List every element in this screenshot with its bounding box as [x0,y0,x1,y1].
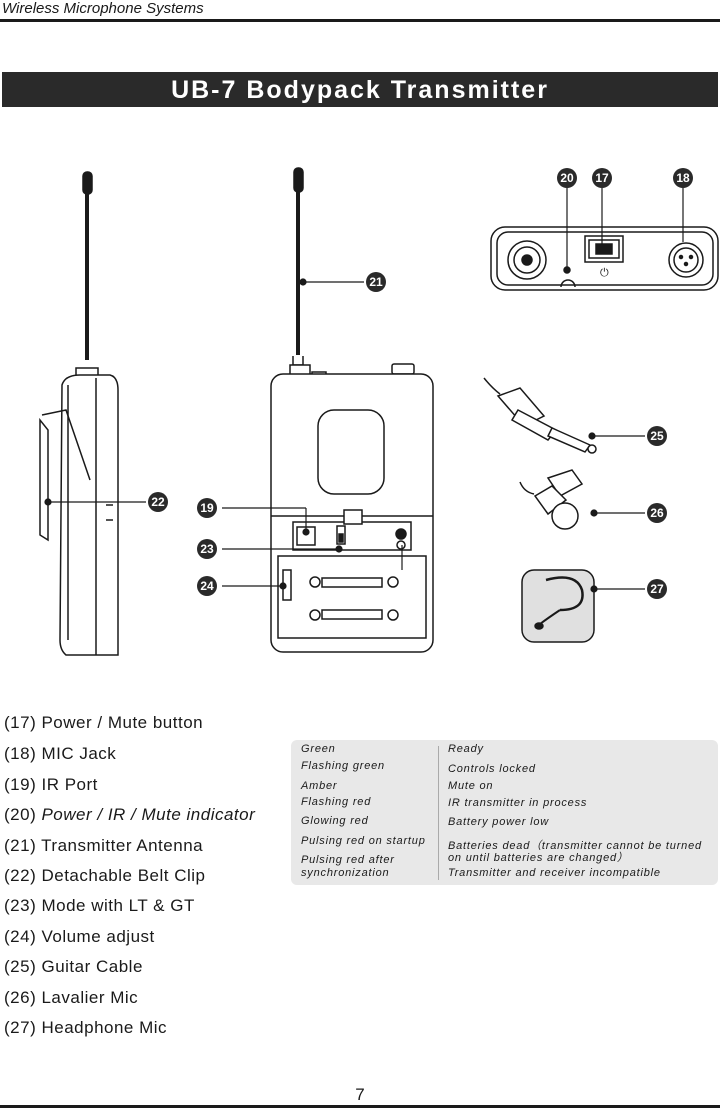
svg-text:22: 22 [151,495,165,509]
page-number: 7 [355,1085,365,1104]
legend-item-21: (21) Transmitter Antenna [4,836,204,855]
status-color: Green [301,743,336,755]
top-panel: ⏻ [490,226,719,291]
svg-text:17: 17 [595,171,609,185]
badge-22: 22 [148,492,168,512]
badge-18: 18 [673,168,693,188]
legend-item-18: (18) MIC Jack [4,744,117,763]
status-meaning: IR transmitter in process [448,797,588,809]
header-rule [0,19,720,22]
legend-item-19: (19) IR Port [4,775,98,794]
legend-item-25: (25) Guitar Cable [4,957,143,976]
legend-item-17: (17) Power / Mute button [4,713,204,732]
svg-text:⏻: ⏻ [600,266,609,279]
svg-text:19: 19 [200,501,214,515]
legend-item-23: (23) Mode with LT & GT [4,896,195,915]
legend-item-22: (22) Detachable Belt Clip [4,866,206,885]
status-color: Flashing green [301,760,385,772]
svg-text:23: 23 [200,542,214,556]
badge-21: 21 [366,272,386,292]
svg-text:27: 27 [650,582,664,596]
badge-17: 17 [592,168,612,188]
lavalier-mic [519,469,584,530]
status-meaning: Batteries dead（transmitter cannot be tur… [448,840,702,852]
svg-text:24: 24 [200,579,214,593]
legend-item-26: (26) Lavalier Mic [4,988,139,1007]
status-color: Amber [301,780,338,792]
status-meaning: Mute on [448,780,494,792]
svg-text:26: 26 [650,506,664,520]
status-meaning: Ready [448,743,484,755]
svg-text:20: 20 [560,171,574,185]
svg-text:25: 25 [650,429,664,443]
badge-23: 23 [197,539,217,559]
svg-text:18: 18 [676,171,690,185]
footer-rule [0,1105,720,1108]
badge-20: 20 [557,168,577,188]
status-color: Glowing red [301,815,369,827]
legend-item-20: (20) Power / IR / Mute indicator [4,805,256,824]
header-title: Wireless Microphone Systems [2,0,204,17]
status-meaning: Controls locked [448,763,536,775]
svg-text:21: 21 [369,275,383,289]
table-divider [438,746,439,880]
guitar-cable [483,377,597,454]
transmitter-diagram: ⏻ [39,167,719,656]
indicator-status-table: Green Flashing green Amber Flashing red … [291,740,718,885]
badge-25: 25 [647,426,667,446]
status-color: Flashing red [301,796,372,808]
leader-lines [44,186,684,593]
section-banner: UB-7 Bodypack Transmitter [2,72,718,107]
badge-26: 26 [647,503,667,523]
status-meaning: Battery power low [448,816,550,828]
status-meaning: on until batteries are changed） [448,852,629,864]
status-color: Pulsing red on startup [301,835,426,847]
front-view [270,167,434,653]
status-color: synchronization [301,867,390,879]
badge-19: 19 [197,498,217,518]
headphone-mic [521,569,595,643]
status-meaning: Transmitter and receiver incompatible [448,867,661,879]
badge-24: 24 [197,576,217,596]
side-view [39,171,119,656]
legend-item-24: (24) Volume adjust [4,927,155,946]
status-color: Pulsing red after [301,854,395,866]
badge-27: 27 [647,579,667,599]
legend-item-27: (27) Headphone Mic [4,1018,168,1037]
